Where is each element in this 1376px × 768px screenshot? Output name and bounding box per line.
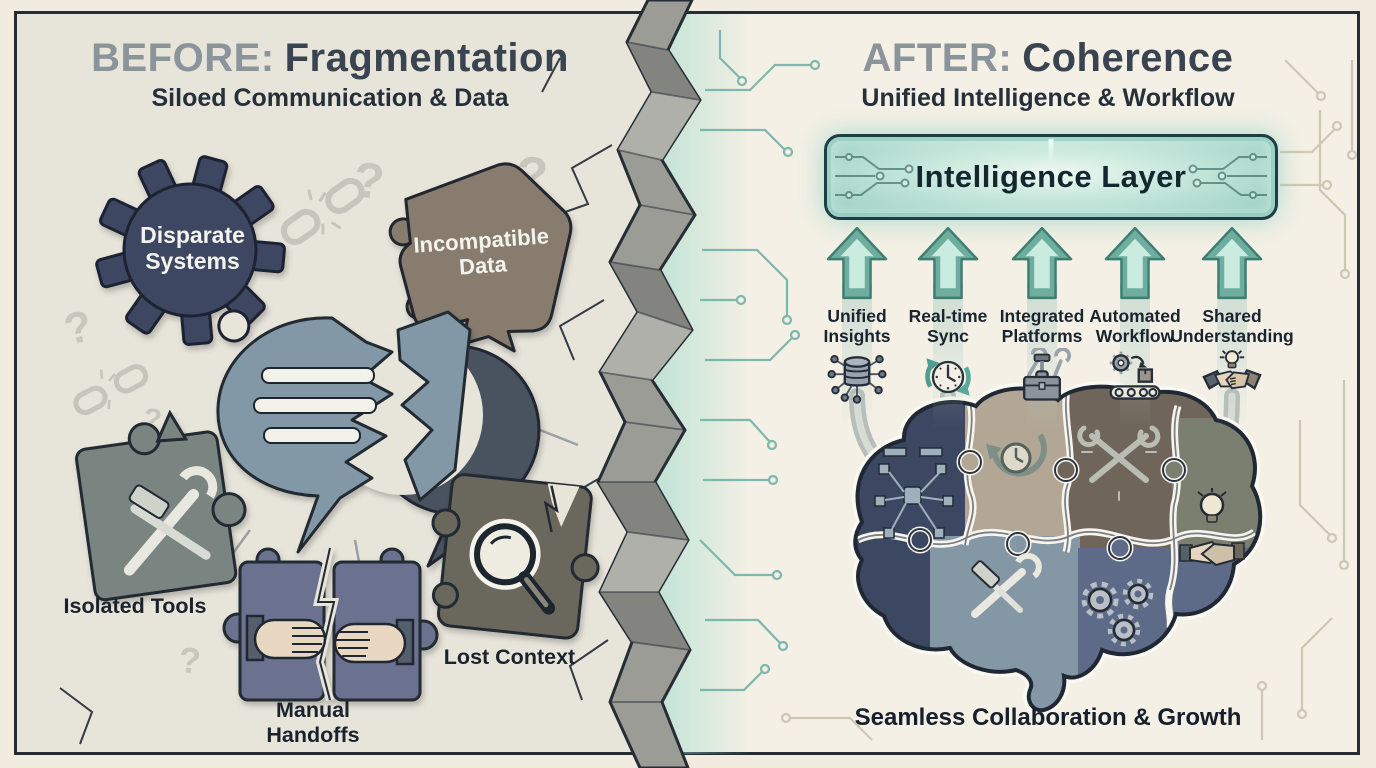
benefit-label: Automated Workflow [1089,306,1181,347]
speech-shard [396,310,472,502]
after-subtitle: Unified Intelligence & Workflow [861,84,1235,112]
circuit-traces-tan [780,59,1358,741]
benefit-column-integrated-platforms: Integrated Platforms [992,226,1092,406]
broken-chain-icon [73,177,365,416]
banner-circuit-left-icon [835,153,914,199]
wrench-hammer-puzzle-icon [75,409,247,602]
before-title: BEFORE:Fragmentation [80,36,580,81]
benefit-column-shared-understanding: Shared Understanding [1170,226,1294,406]
brain-gears-icon [1081,578,1154,647]
benefit-label: Integrated Platforms [999,306,1085,347]
benefit-column-automated-workflow: Automated Workflow [1085,226,1185,406]
brain-tools-icon [971,552,1042,618]
torn-puzzle-piece-icon [388,162,573,353]
benefit-label: Shared Understanding [1170,306,1294,347]
intelligence-layer-banner: Intelligence Layer [824,134,1278,220]
toolbox-icon [1023,348,1072,401]
benefit-label: Real-time Sync [908,306,988,347]
arrow-up-icon [1104,226,1166,300]
speech-text-lines [253,367,377,444]
split-puzzle-hands-icon [222,547,439,702]
before-title-main: Fragmentation [284,36,569,80]
lost-context-label: Lost Context [443,645,576,669]
after-title: AFTER:Coherence [798,36,1298,81]
benefit-column-unified-insights: Unified Insights [812,226,902,406]
benefit-column-real-time-sync: Real-time Sync [900,226,996,406]
gear-conveyor-icon [1109,351,1161,400]
before-subtitle: Siloed Communication & Data [151,84,509,112]
benefit-label: Unified Insights [823,306,891,347]
puzzle-knobs [906,448,1188,562]
svg-text:?: ? [60,301,96,355]
before-title-prefix: BEFORE: [91,36,275,80]
after-title-main: Coherence [1022,36,1234,80]
gear-puzzle-icon [95,155,286,346]
brain-network-icon [874,447,954,539]
center-rift [596,0,702,768]
svg-text:?: ? [177,639,202,681]
brain-wrenches-icon [1077,425,1161,501]
brain-lightbulb-handshake-icon [1179,488,1245,567]
handshake-lightbulb-icon [1202,350,1262,390]
arrow-up-icon [1201,226,1263,300]
isolated-tools-label: Isolated Tools [63,594,207,618]
clock-sync-icon [925,358,971,396]
circuit-traces-teal [699,30,821,692]
after-title-prefix: AFTER: [862,36,1013,80]
after-footer: Seamless Collaboration & Growth [854,704,1242,731]
intelligence-layer-label: Intelligence Layer [915,159,1187,194]
magnifier-puzzle-icon [431,473,600,640]
database-network-icon [827,354,887,404]
arrow-up-icon [826,226,888,300]
banner-circuit-right-icon [1188,153,1267,199]
manual-handoffs-label: Manual Handoffs [266,698,360,747]
hands [245,614,415,666]
brain-sync-icon [986,433,1047,477]
arrow-up-icon [1011,226,1073,300]
arrow-up-icon [917,226,979,300]
disparate-systems-label: Disparate Systems [140,222,245,275]
